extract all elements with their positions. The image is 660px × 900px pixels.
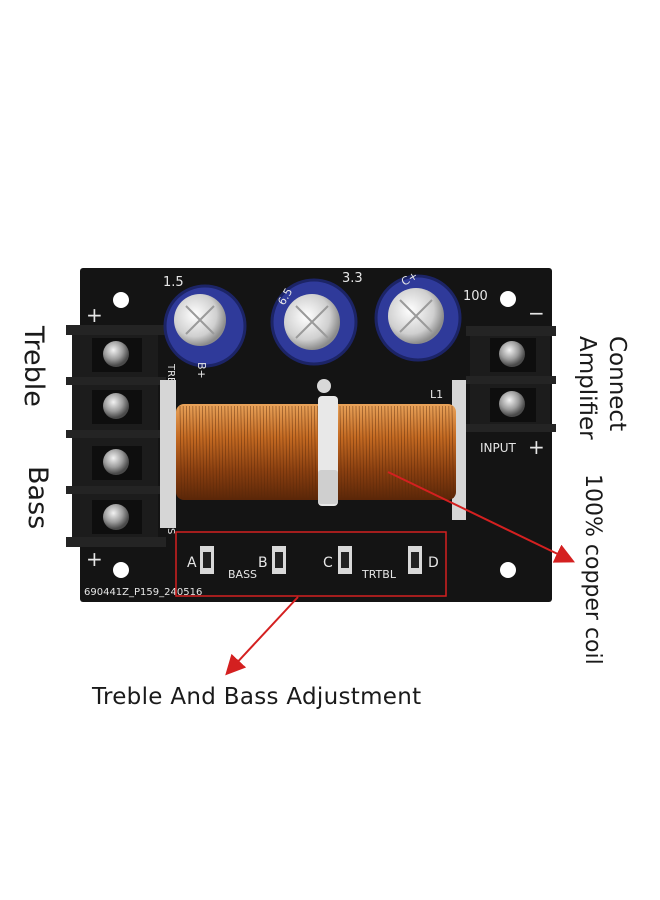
right-terminal-block — [466, 326, 556, 432]
adjustment-highlight-box — [175, 531, 447, 597]
cap-value-2: 3.3 — [342, 271, 363, 286]
coil-bracket-left — [160, 380, 176, 528]
jumper-label-d: D — [428, 555, 439, 571]
jumper-group-trtbl: TRTBL — [361, 568, 397, 581]
connect-amplifier-label: Connect Amplifier — [572, 336, 632, 440]
mounting-hole — [317, 379, 331, 393]
mounting-hole — [500, 562, 516, 578]
terminal-screw — [499, 391, 525, 417]
left-terminal-block — [66, 325, 166, 547]
terminal-screw — [103, 449, 129, 475]
adjustment-label: Treble And Bass Adjustment — [92, 684, 422, 710]
jumper-b — [272, 546, 286, 574]
jumper-group-bass: BASS — [228, 568, 257, 581]
connect-word: Connect — [604, 336, 630, 432]
jumper-c — [338, 546, 352, 574]
capacitor-3 — [374, 274, 462, 362]
terminal-screw — [103, 341, 129, 367]
copper-coil — [176, 396, 456, 506]
jumper-d — [408, 546, 422, 574]
amplifier-word: Amplifier — [574, 336, 600, 440]
terminal-screw — [499, 341, 525, 367]
polarity-left-top: + — [86, 303, 103, 327]
input-silkscreen: INPUT — [480, 441, 517, 455]
mounting-hole — [500, 291, 516, 307]
mounting-hole — [113, 562, 129, 578]
capacitor-1 — [163, 284, 247, 368]
jumper-label-b: B — [258, 555, 268, 571]
terminal-screw — [103, 393, 129, 419]
mounting-hole — [113, 292, 129, 308]
jumper-label-a: A — [187, 555, 197, 571]
cap-print-1: B+ — [195, 362, 208, 379]
cap-value-3: 100 — [463, 289, 488, 304]
cap-value-1: 1.5 — [163, 275, 184, 290]
adjustment-arrow — [225, 596, 299, 676]
coil-silkscreen: L1 — [430, 388, 443, 401]
part-number: 690441Z_P159_240516 — [84, 587, 202, 598]
terminal-screw — [103, 504, 129, 530]
polarity-right-input: + — [528, 435, 545, 459]
polarity-left-bottom: + — [86, 547, 103, 571]
treble-label: Treble — [18, 326, 49, 407]
copper-coil-label: 100% copper coil — [580, 474, 605, 665]
polarity-right-top: − — [528, 301, 545, 325]
jumper-label-c: C — [323, 555, 333, 571]
coil-arrow — [387, 471, 576, 563]
bass-label: Bass — [22, 466, 53, 530]
jumper-a — [200, 546, 214, 574]
capacitor-2 — [270, 278, 358, 366]
